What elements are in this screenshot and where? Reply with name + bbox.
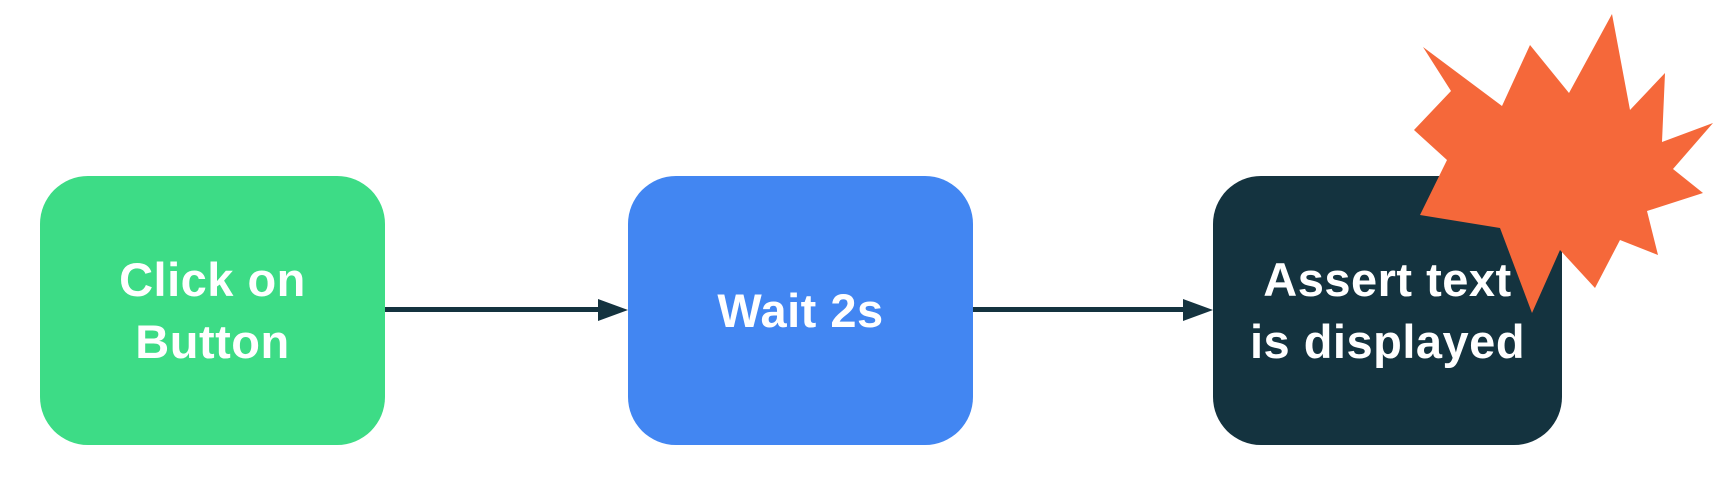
- node-assert-text-is-displayed[interactable]: Assert text is displayed: [1213, 176, 1562, 445]
- arrow-line: [973, 307, 1186, 312]
- arrow-line: [385, 307, 601, 312]
- connector-arrow-2: [973, 299, 1213, 321]
- arrow-head-icon: [1183, 299, 1213, 321]
- node-assert-text-is-displayed-label: Assert text is displayed: [1249, 252, 1526, 368]
- node-click-on-button-label: Click on Button: [119, 252, 306, 368]
- arrow-head-icon: [598, 299, 628, 321]
- connector-arrow-1: [385, 299, 628, 321]
- node-wait-2s[interactable]: Wait 2s: [628, 176, 973, 445]
- node-click-on-button[interactable]: Click on Button: [40, 176, 385, 445]
- node-wait-2s-label: Wait 2s: [717, 283, 884, 337]
